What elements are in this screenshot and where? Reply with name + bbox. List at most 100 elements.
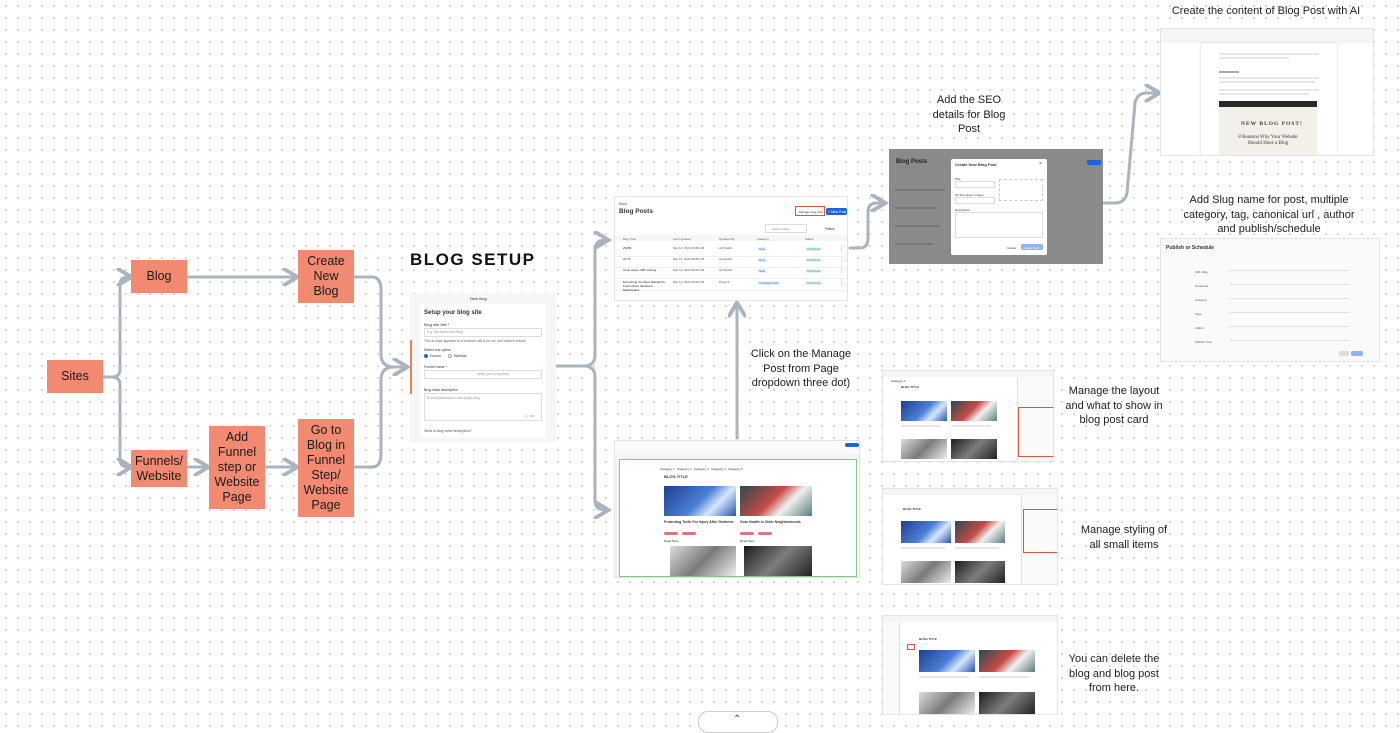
status-label: Published — [807, 269, 821, 273]
post-tag — [664, 532, 678, 535]
seo-title-label: Title — [955, 177, 961, 181]
builder-nav-item[interactable]: Category 2 — [677, 467, 692, 471]
builder-nav-item[interactable]: Category 4 — [711, 467, 726, 471]
col-last-updated: Last Updated — [673, 237, 691, 241]
slug-save[interactable] — [1351, 351, 1363, 356]
blog-posts-screenshot: Back Blog Posts Manage blog post + New P… — [614, 196, 848, 301]
seo-modal-title: Create New Blog Post — [955, 162, 997, 167]
setup-desc-textarea[interactable]: A short description about this blog 0 / … — [424, 393, 542, 421]
node-add-funnel-step: Add Funnel step or Website Page — [209, 426, 265, 509]
mini-blog-title-3: BLOG TITLE — [919, 637, 937, 641]
slug-cancel[interactable] — [1339, 351, 1349, 356]
slug-field-label: Author — [1195, 326, 1204, 330]
slug-field-label: Tags — [1195, 312, 1202, 316]
radio-funnel[interactable] — [424, 354, 428, 358]
builder-nav-item[interactable]: Category 1 — [660, 467, 675, 471]
category-label: New — [759, 269, 766, 273]
mini-image — [901, 561, 951, 583]
posts-back-link[interactable]: Back — [619, 202, 627, 206]
delete-menu-highlight[interactable] — [907, 644, 915, 650]
category-badge: Uncategorized — [757, 281, 781, 285]
builder-nav-item[interactable]: Category 5 — [728, 467, 743, 471]
read-more-2[interactable]: Read More — [740, 539, 755, 543]
more-options-icon[interactable]: ⋮ — [839, 268, 844, 274]
seo-new-post[interactable] — [1087, 160, 1101, 165]
mini-image — [901, 401, 947, 421]
setup-counter: 0 / 160 — [525, 414, 535, 418]
slug-field-input[interactable] — [1229, 284, 1349, 285]
col-updated-by: Updated By — [719, 237, 735, 241]
seo-desc-textarea[interactable] — [955, 212, 1043, 238]
post-tag — [682, 532, 696, 535]
setup-option-funnel: Funnel — [430, 354, 441, 358]
new-post-button[interactable]: + New Post — [826, 208, 847, 215]
slug-field-label: Publish Time — [1195, 340, 1213, 344]
seo-create-button[interactable]: Create Post — [1021, 244, 1043, 250]
annotation-delete: You can delete the blog and blog post fr… — [1068, 653, 1160, 694]
mini-image — [979, 650, 1035, 672]
more-options-icon[interactable]: ⋮ — [839, 246, 844, 252]
ai-hero-heading: NEW BLOG POST! — [1241, 121, 1303, 127]
slug-field-input[interactable] — [1229, 326, 1349, 327]
new-post-label: + New Post — [828, 210, 846, 214]
col-category: Category — [757, 237, 770, 241]
post-tag — [740, 532, 754, 535]
ai-hero-image: NEW BLOG POST! 8 Reasons Why Your Websit… — [1219, 101, 1317, 155]
read-more-1[interactable]: Read More — [664, 539, 679, 543]
post-title-2: Gum Health in Older Neighborhoods — [740, 520, 801, 524]
mini-image — [901, 439, 947, 459]
slug-field-input[interactable] — [1229, 312, 1349, 313]
styling-settings-screenshot: BLOG TITLE — [882, 488, 1058, 585]
setup-funnel-select[interactable]: select your blog step — [424, 370, 542, 379]
slug-field-label: Category — [1195, 298, 1208, 302]
table-cell: Ali Sheikh — [719, 268, 733, 272]
setup-title-label: Blog site title * — [424, 322, 450, 327]
builder-nav-item[interactable]: Category 3 — [694, 467, 709, 471]
mini-image — [955, 561, 1005, 583]
seo-alt-input[interactable] — [955, 197, 995, 204]
posts-heading: Blog Posts — [619, 208, 653, 215]
node-sites: Sites — [47, 360, 103, 393]
mini-image — [919, 692, 975, 714]
node-funnels-website: Funnels/ Website — [131, 450, 187, 487]
slug-field-input[interactable] — [1229, 298, 1349, 299]
seo-image-upload[interactable] — [999, 179, 1043, 201]
table-row[interactable]: Everything You Ever Wanted To Know About… — [615, 280, 847, 292]
status-badge: Published — [805, 258, 823, 262]
arrow-sites-blog — [101, 277, 130, 379]
close-icon[interactable]: × — [1039, 161, 1042, 167]
more-options-icon[interactable]: ⋮ — [839, 257, 844, 263]
posts-search[interactable]: Search blogs — [765, 224, 807, 233]
posts-search-placeholder: Search blogs — [772, 227, 790, 231]
slug-field-input[interactable] — [1229, 270, 1349, 271]
manage-blog-post-button[interactable]: Manage blog post — [795, 206, 825, 216]
setup-card: Setup your blog site Blog site title * e… — [420, 304, 546, 438]
slug-field-input[interactable] — [1229, 340, 1349, 341]
seo-cancel[interactable]: Cancel — [1007, 246, 1017, 250]
seo-screenshot: Blog Posts Create New Blog Post × Title … — [889, 149, 1103, 264]
mini-image — [951, 401, 997, 421]
col-blog-post: Blog Post — [623, 237, 636, 241]
posts-filters[interactable]: Filters — [825, 227, 835, 231]
category-label: New — [759, 258, 766, 262]
styling-options-highlight[interactable] — [1023, 509, 1057, 553]
collapse-toggle[interactable]: ⌃ — [698, 711, 778, 733]
radio-website[interactable] — [448, 354, 452, 358]
category-badge: New — [757, 258, 768, 262]
layout-options-highlight[interactable] — [1018, 407, 1053, 457]
builder-publish-button[interactable] — [845, 443, 859, 447]
setup-title-input[interactable]: e.g. My Awesome Blog — [424, 328, 542, 337]
arrow-seo-ai — [1101, 93, 1158, 205]
seo-title-input[interactable] — [955, 181, 995, 188]
status-label: Published — [807, 258, 821, 262]
more-options-icon[interactable]: ⋮ — [839, 280, 844, 286]
table-cell: Mar 12, 2024 08:56 AM — [673, 246, 705, 250]
setup-title-placeholder: e.g. My Awesome Blog — [427, 330, 463, 334]
setup-header: New blog — [470, 296, 487, 301]
post-image-toothbrush — [664, 486, 736, 516]
